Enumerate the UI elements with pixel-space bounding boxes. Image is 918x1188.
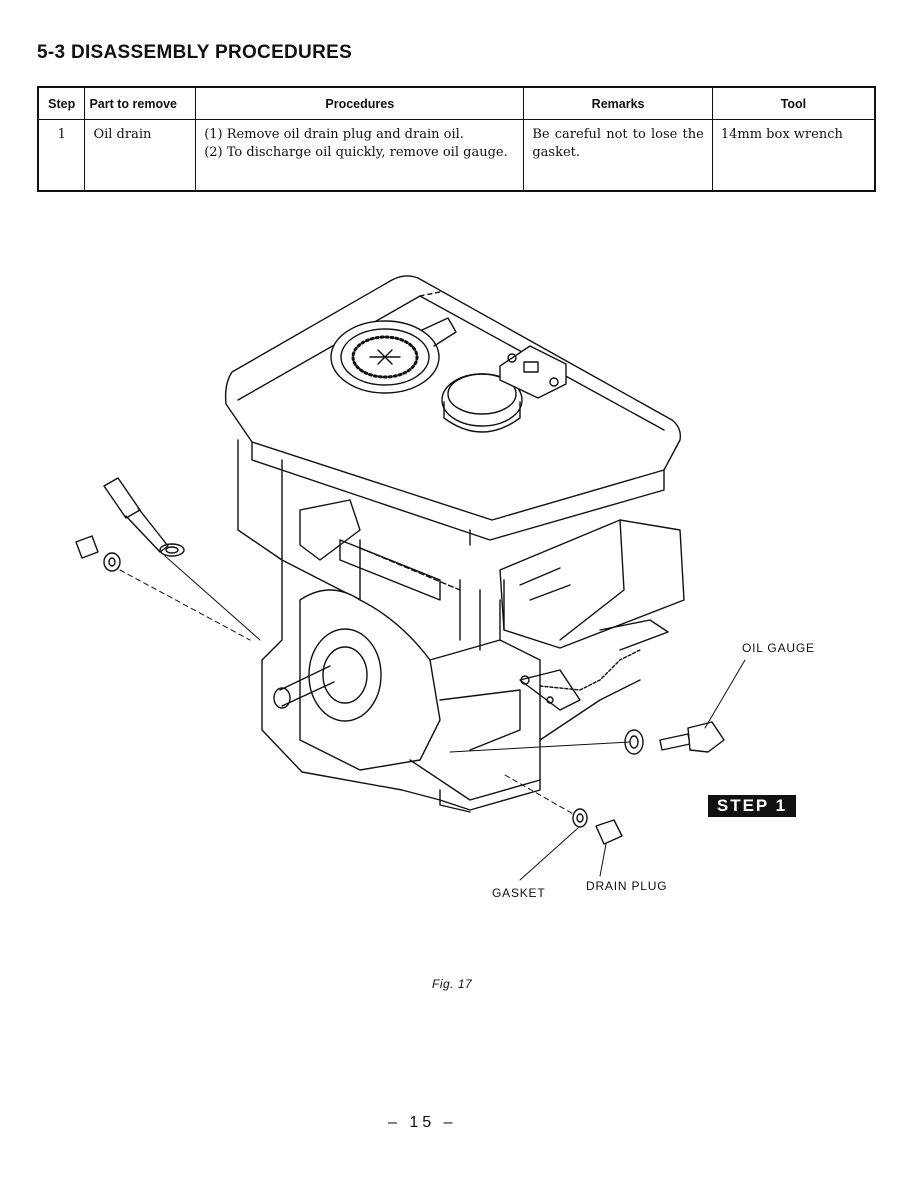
air-cleaner [499,519,685,651]
figure-caption: Fig. 17 [432,977,473,991]
cell-remarks: Be careful not to lose the gasket. [523,119,713,192]
cell-procedures: (1) Remove oil drain plug and drain oil.… [195,119,525,192]
header-part: Part to remove [84,86,197,120]
engine-exploded-diagram [75,275,746,881]
gasket-label: GASKET [492,886,546,900]
cell-part: Oil drain [84,119,197,192]
leader-lines [119,555,746,881]
recoil-starter [330,317,457,394]
section-title: 5-3 DISASSEMBLY PROCEDURES [37,42,353,63]
drain-plug-part-upper [75,535,121,572]
header-step: Step [37,86,86,120]
control-switch-panel [499,345,567,399]
step-badge: STEP 1 [708,795,796,817]
drain-plug-label: DRAIN PLUG [586,879,668,893]
cell-step: 1 [37,119,86,192]
oil-gauge-label: OIL GAUGE [742,641,815,655]
cell-tool: 14mm box wrench [711,119,876,192]
oil-gauge-part-right [624,721,725,755]
procedure-table: Step Part to remove Procedures Remarks T… [37,86,876,192]
governor-linkage [519,649,641,711]
header-procedures: Procedures [195,86,525,120]
fuel-cap [441,373,523,433]
table-row: 1 Oil drain (1) Remove oil drain plug an… [37,119,876,192]
engine-block [237,439,641,813]
procedure-line: (2) To discharge oil quickly, remove oil… [204,145,508,160]
procedure-line: (1) Remove oil drain plug and drain oil. [204,127,464,142]
page-number: – 15 – [388,1114,457,1131]
drain-plug-part-lower [572,808,623,845]
header-tool: Tool [711,86,876,120]
table-header-row: Step Part to remove Procedures Remarks T… [37,86,876,120]
oil-gauge-part-upper [103,477,185,557]
